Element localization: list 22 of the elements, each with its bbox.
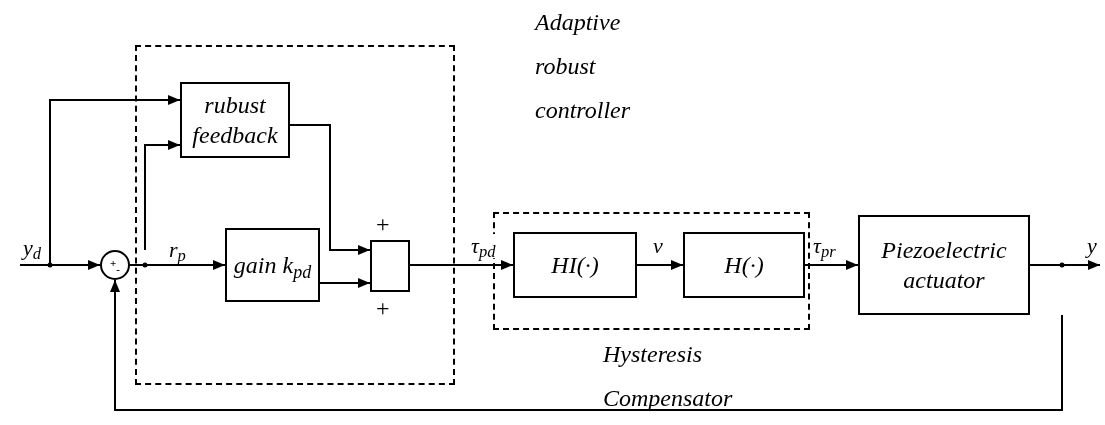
sign-label: +: [376, 212, 390, 236]
arrow: [110, 279, 1063, 411]
arrow: [804, 260, 859, 270]
arrow: [129, 260, 226, 270]
arrow: [636, 260, 684, 270]
sign-label: +: [376, 296, 390, 320]
group-title: Hysteresis Compensator: [603, 340, 734, 413]
process-block: rubust feedback: [180, 82, 290, 158]
process-block: gain k$_{pd}$: [225, 228, 320, 302]
arrow: [319, 278, 371, 288]
summing-junction: +-: [100, 250, 130, 280]
process-block: H(·): [683, 232, 805, 298]
arrow: [19, 260, 101, 270]
arrow: [289, 124, 371, 255]
arrow: [409, 260, 514, 270]
group-title: Adaptive robust controller: [535, 8, 632, 125]
process-block: Piezoelectric actuator: [858, 215, 1030, 315]
arrow: [1029, 260, 1101, 270]
arrow: [49, 95, 181, 266]
summing-block: [370, 240, 410, 292]
arrow: [144, 140, 181, 251]
process-block: HI(·): [513, 232, 637, 298]
